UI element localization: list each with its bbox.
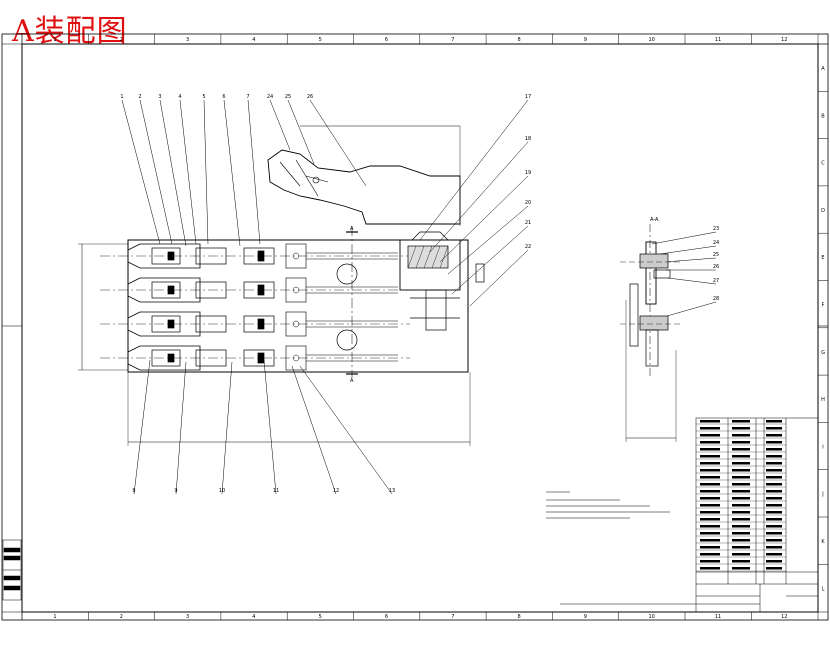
part-balloon: 12 (333, 488, 339, 494)
zone-letter: E (821, 255, 824, 261)
part-balloon: 24 (267, 94, 273, 100)
zone-number: 12 (781, 37, 787, 43)
part-balloon: 3 (158, 94, 161, 100)
part-balloon: 24 (713, 240, 719, 246)
part-balloon: 13 (389, 488, 395, 494)
zone-number: 6 (385, 614, 388, 620)
zone-number: 4 (252, 614, 255, 620)
zone-number: 9 (584, 614, 587, 620)
zone-number: 10 (649, 614, 655, 620)
part-balloon: 6 (222, 94, 225, 100)
part-balloons (121, 99, 717, 495)
clamp-row (100, 277, 410, 303)
side-view-label: A-A (650, 217, 659, 223)
part-balloon: 20 (525, 200, 531, 206)
part-balloon: 5 (202, 94, 205, 100)
zone-number: 5 (319, 614, 322, 620)
zone-number: 2 (120, 37, 123, 43)
part-balloon: 4 (178, 94, 181, 100)
zone-number: 3 (186, 37, 189, 43)
zone-number: 3 (186, 614, 189, 620)
zone-number: 8 (518, 614, 521, 620)
part-balloon: 1 (120, 94, 123, 100)
zone-letter: D (821, 208, 825, 214)
clamp-row (100, 311, 410, 337)
part-balloon: 28 (713, 296, 719, 302)
part-balloon: 10 (219, 488, 225, 494)
part-balloon: 21 (525, 220, 531, 226)
zone-letter: C (821, 161, 825, 167)
zone-number: 2 (120, 614, 123, 620)
zone-letter: J (821, 492, 823, 498)
zone-letter: A (821, 66, 825, 72)
clamp-row (100, 243, 410, 269)
zone-number: 7 (451, 37, 454, 43)
part-balloon: 8 (132, 488, 135, 494)
part-balloon: 17 (525, 94, 531, 100)
zone-letter: B (821, 113, 825, 119)
zone-number: 5 (319, 37, 322, 43)
zone-letter: K (821, 539, 825, 545)
drawing-title: A装配图 (12, 14, 128, 49)
parts-list-rows (696, 420, 786, 572)
part-balloon: 25 (285, 94, 291, 100)
zone-number: 4 (252, 37, 255, 43)
outer-border (1, 33, 829, 621)
part-balloon: 25 (713, 252, 719, 258)
part-balloon: 2 (138, 94, 141, 100)
zone-letters-right: A B C D E F G H I J K L (818, 43, 828, 592)
zone-letter: H (821, 397, 825, 403)
zone-number: 12 (781, 614, 787, 620)
zone-number: 11 (715, 614, 721, 620)
inner-border (21, 43, 819, 613)
section-mark-top: A (350, 226, 354, 232)
zone-number: 8 (518, 37, 521, 43)
part-balloon: 23 (713, 226, 719, 232)
zone-number: 10 (649, 37, 655, 43)
side-view (620, 224, 680, 442)
part-balloon: 19 (525, 170, 531, 176)
hatching (407, 245, 449, 269)
part-balloon: 27 (713, 278, 719, 284)
section-mark-bottom: A (350, 378, 354, 384)
part-balloon: 26 (713, 264, 719, 270)
part-balloon: 18 (525, 136, 531, 142)
zone-letter: L (822, 586, 825, 592)
technical-notes (546, 491, 670, 519)
part-balloon: 22 (525, 244, 531, 250)
zone-letter: G (821, 350, 825, 356)
zone-number: 1 (53, 37, 56, 43)
zone-number: 9 (584, 37, 587, 43)
part-balloon: 7 (246, 94, 249, 100)
zone-number: 6 (385, 37, 388, 43)
zone-number: 1 (53, 614, 56, 620)
zone-number: 11 (715, 37, 721, 43)
zone-number: 7 (451, 614, 454, 620)
front-view (78, 125, 485, 446)
clamp-row (100, 345, 410, 371)
left-stamp-block (2, 539, 22, 601)
zone-letter: F (822, 303, 825, 309)
parts-list (560, 417, 819, 613)
zone-letter: I (822, 444, 823, 450)
part-balloon: 26 (307, 94, 313, 100)
part-balloon: 11 (273, 488, 279, 494)
part-balloon: 9 (174, 488, 177, 494)
